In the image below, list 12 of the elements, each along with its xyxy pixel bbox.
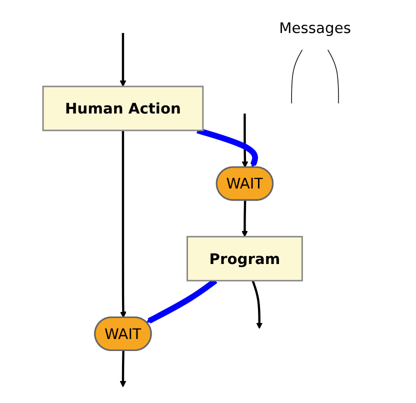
- arrow: [120, 130, 126, 318]
- connector: [327, 49, 339, 104]
- arrow: [252, 280, 263, 329]
- arrow: [242, 200, 248, 237]
- arrow: [196, 128, 258, 168]
- arrow: [120, 350, 126, 388]
- arrow: [120, 32, 126, 87]
- arrow: [242, 114, 248, 168]
- node-text: Messages: [279, 19, 351, 37]
- connector: [291, 49, 303, 104]
- node-box: Program: [186, 236, 303, 282]
- node-box: Human Action: [42, 86, 204, 132]
